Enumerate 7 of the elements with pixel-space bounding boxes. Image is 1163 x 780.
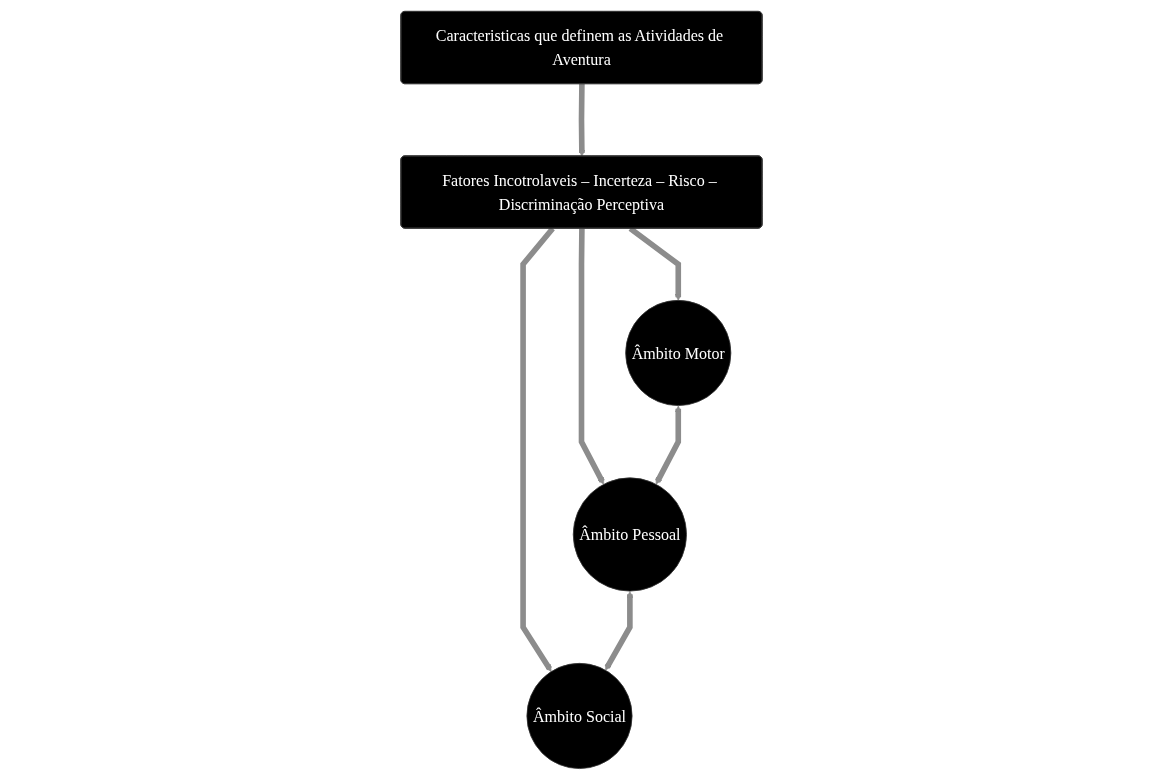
node-circle: Âmbito Pessoal: [572, 477, 687, 592]
arrow: [604, 591, 634, 671]
arrow: [578, 228, 605, 485]
node-circle: Âmbito Motor: [625, 299, 732, 406]
node-circle: Âmbito Social: [526, 662, 633, 769]
arrow: [655, 405, 682, 485]
arrow: [578, 84, 586, 157]
